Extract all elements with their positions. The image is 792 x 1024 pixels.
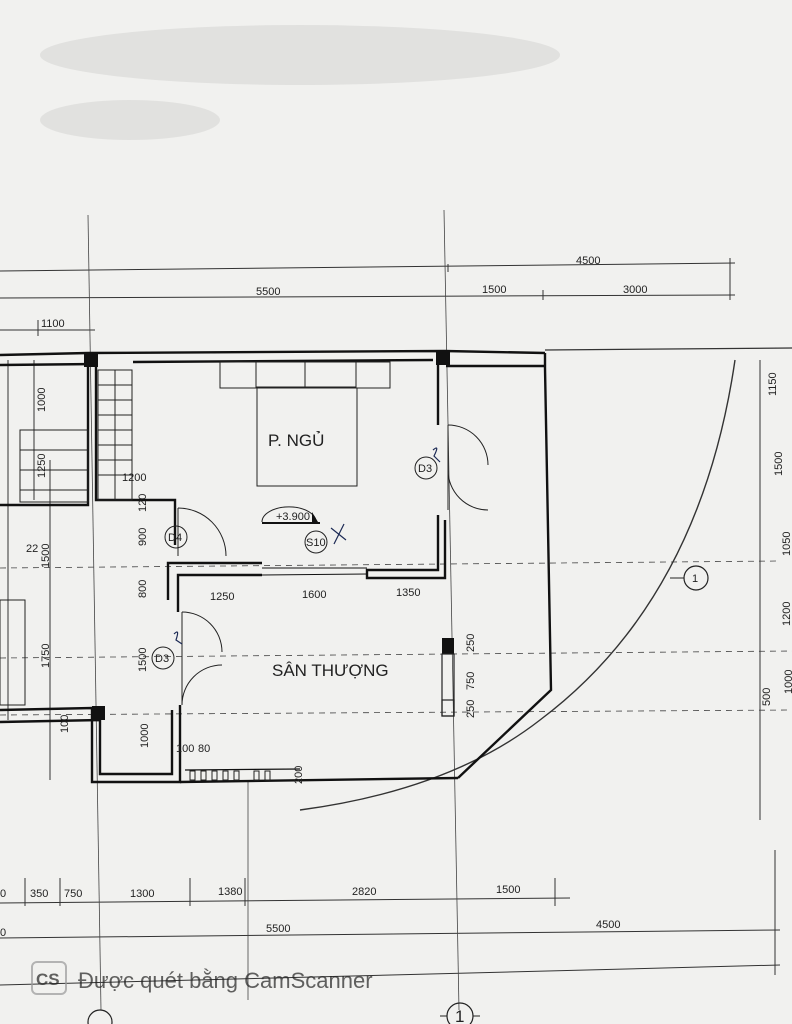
dim-right-1000: 1000 [783, 670, 792, 694]
dim-bottom-total-right: 4500 [596, 919, 620, 931]
door-tag-d3-terrace: D3 [151, 646, 175, 670]
dim-bottom-1380: 1380 [218, 886, 242, 898]
dashed-axes [0, 560, 792, 716]
window-frame [441, 699, 455, 717]
paper-smudge [40, 25, 560, 85]
dim-top-overall-right: 4500 [576, 255, 600, 267]
dim-bottom-total-left: 5500 [266, 923, 290, 935]
window-tag-s10: S10 [304, 530, 328, 554]
dim-left-800: 800 [137, 580, 149, 598]
boundary-line [544, 347, 792, 351]
dim-top-left-span: 5500 [256, 286, 280, 298]
dim-right-1200: 1200 [781, 602, 792, 626]
bed [219, 361, 391, 487]
dim-rail-80: 80 [198, 743, 210, 755]
door-tag-d3-bedroom-text: D3 [418, 463, 432, 475]
camscanner-logo-text: CS [36, 970, 60, 989]
dimension-lines [0, 258, 781, 986]
dim-wall-120: 120 [137, 494, 149, 512]
dim-left-1000: 1000 [139, 724, 151, 748]
dim-window-250-bottom: 250 [465, 700, 477, 718]
dim-rail-100: 100 [176, 743, 194, 755]
stair-treads [0, 369, 133, 706]
dim-stair-1000: 1000 [36, 388, 48, 412]
dim-right-1150: 1150 [767, 372, 779, 396]
dim-opening-1250: 1250 [210, 591, 234, 603]
axis-bubble: 1 [670, 565, 709, 591]
paper-smudge [40, 100, 220, 140]
dim-stair-22: 22 [26, 543, 38, 555]
dim-right-500: 500 [761, 688, 773, 706]
dim-bottom-1500: 1500 [496, 884, 520, 896]
dim-bottom-750: 750 [64, 888, 82, 900]
level-marker-text: +3.900 [276, 511, 310, 523]
dim-right-1050: 1050 [781, 532, 792, 556]
window-tag-s10-text: S10 [306, 537, 326, 549]
level-marker: +3.900 [261, 506, 320, 524]
door-tag-d3-bedroom: D3 [414, 456, 438, 480]
dim-window-250-top: 250 [465, 634, 477, 652]
dim-stair-1250: 1250 [36, 454, 48, 478]
axis-bubble-text: 1 [692, 573, 698, 585]
dim-top-mid-span: 1500 [482, 284, 506, 296]
site-boundary-arc [299, 359, 736, 811]
terrace-label: SÂN THƯỢNG [272, 661, 389, 680]
railing-posts [189, 770, 271, 781]
camscanner-watermark: CS Được quét bằng CamScanner [31, 961, 373, 995]
dim-stair-1500: 1500 [40, 544, 52, 568]
columns [84, 350, 454, 720]
dim-window-750: 750 [465, 672, 477, 690]
dim-left-1750: 1750 [40, 644, 52, 668]
door-tag-d4: D4 [164, 525, 188, 549]
pen-annotations [173, 447, 441, 645]
bottom-axis-bubble-text: 1 [455, 1007, 464, 1024]
bottom-axis-bubble: 1 [440, 1002, 480, 1024]
dim-opening-1600: 1600 [302, 589, 326, 601]
dim-bottom-350: 350 [30, 888, 48, 900]
camscanner-logo [31, 961, 67, 995]
dim-bottom-0: 0 [0, 888, 6, 900]
grid-axes [87, 209, 460, 1011]
bedroom-label: P. NGỦ [268, 431, 324, 450]
dim-bottom-1300: 1300 [130, 888, 154, 900]
dim-bottom-edge-0: 0 [0, 927, 6, 939]
dim-bottom-2820: 2820 [352, 886, 376, 898]
dim-left-100: 100 [59, 715, 71, 733]
dim-rail-200: 200 [293, 766, 305, 784]
dim-stair-width: 1200 [122, 472, 146, 484]
dim-left-900: 900 [137, 528, 149, 546]
door-tag-d3-terrace-text: D3 [155, 653, 169, 665]
dim-opening-1350: 1350 [396, 587, 420, 599]
dim-right-1500: 1500 [773, 452, 785, 476]
dim-top-stair-offset: 1100 [41, 318, 65, 330]
axis-bubble-partial [87, 1009, 113, 1024]
door-tag-d4-text: D4 [168, 532, 182, 544]
dim-left-1500: 1500 [137, 648, 149, 672]
camscanner-watermark-text: Được quét bằng CamScanner [78, 968, 373, 993]
walls [0, 349, 553, 784]
dim-top-right-span: 3000 [623, 284, 647, 296]
